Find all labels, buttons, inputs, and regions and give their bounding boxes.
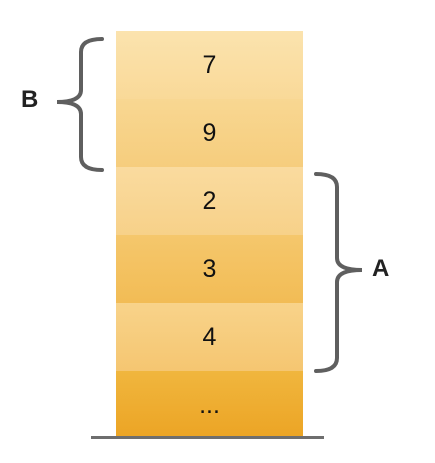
brace-label-a: A — [372, 255, 390, 282]
stack-cell: 4 — [116, 303, 303, 371]
brace-a — [314, 172, 363, 373]
stack-cell-value: 9 — [202, 118, 217, 147]
stack-cell: ... — [116, 371, 303, 439]
stack-cell: 7 — [116, 31, 303, 99]
stack-cell: 9 — [116, 99, 303, 167]
stack-cell-value: 2 — [202, 186, 217, 215]
stack-cell-value: 7 — [202, 50, 217, 79]
stack-cell: 2 — [116, 167, 303, 235]
stack: 7 9 2 3 4 ... — [116, 31, 303, 439]
brace-label-b: B — [21, 86, 39, 113]
stack-cell: 3 — [116, 235, 303, 303]
brace-b — [56, 37, 104, 172]
stack-cell-value: 4 — [202, 322, 217, 351]
baseline — [91, 436, 324, 439]
stack-cell-value: 3 — [202, 254, 217, 283]
stack-cell-value: ... — [199, 390, 220, 419]
